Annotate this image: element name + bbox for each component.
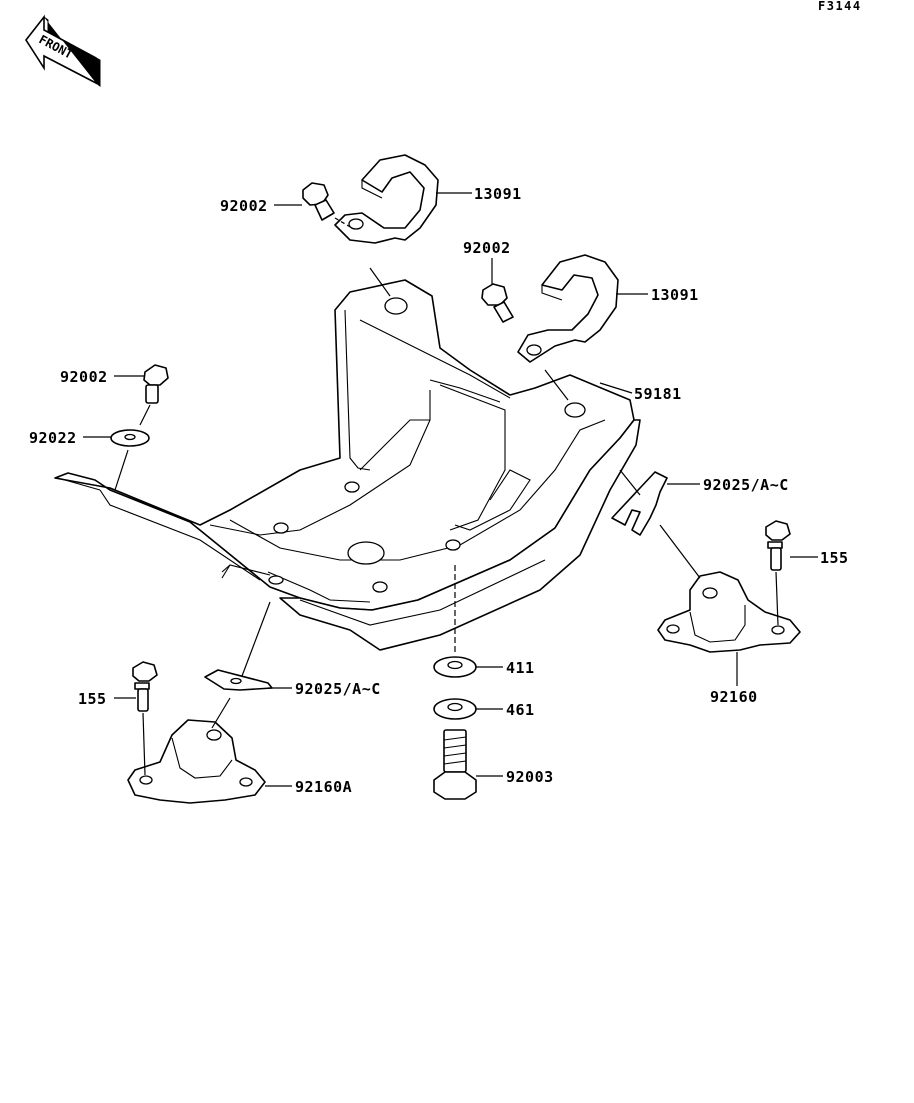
washer-411	[433, 656, 477, 678]
clamp-13091-right	[517, 254, 619, 363]
label-13091-right: 13091	[651, 286, 699, 304]
label-13091-left: 13091	[474, 185, 522, 203]
bolt-92002-left	[143, 364, 169, 404]
label-92003: 92003	[506, 768, 554, 786]
label-411: 411	[506, 659, 535, 677]
mount-92160-right	[657, 571, 801, 653]
front-arrow-icon: FRONT	[25, 14, 101, 87]
diagram-code: F3144	[818, 0, 862, 13]
label-92160A: 92160A	[295, 778, 352, 796]
frame-59181	[54, 279, 641, 651]
bolt-92002-clamp-left	[302, 182, 353, 229]
washer-92022	[110, 429, 150, 447]
label-92022: 92022	[29, 429, 77, 447]
shim-92025-left	[204, 669, 273, 691]
label-92002-left: 92002	[60, 368, 108, 386]
label-59181: 59181	[634, 385, 682, 403]
leader-lines	[83, 192, 818, 787]
label-92002-clamp-left: 92002	[220, 197, 268, 215]
mount-92160A-left	[127, 719, 266, 804]
label-155-right: 155	[820, 549, 849, 567]
label-92160: 92160	[710, 688, 758, 706]
bolt-92002-clamp-right	[481, 283, 514, 323]
bolt-92003	[433, 729, 477, 800]
bolt-155-left	[132, 661, 158, 776]
label-92025-right: 92025/A~C	[703, 476, 789, 494]
bolt-155-right	[765, 520, 791, 626]
label-461: 461	[506, 701, 535, 719]
label-155-left: 155	[78, 690, 107, 708]
washer-461	[433, 698, 477, 720]
label-92025-left: 92025/A~C	[295, 680, 381, 698]
shim-92025-right	[611, 469, 668, 536]
clamp-13091-left	[334, 154, 439, 244]
label-92002-clamp-right: 92002	[463, 239, 511, 257]
